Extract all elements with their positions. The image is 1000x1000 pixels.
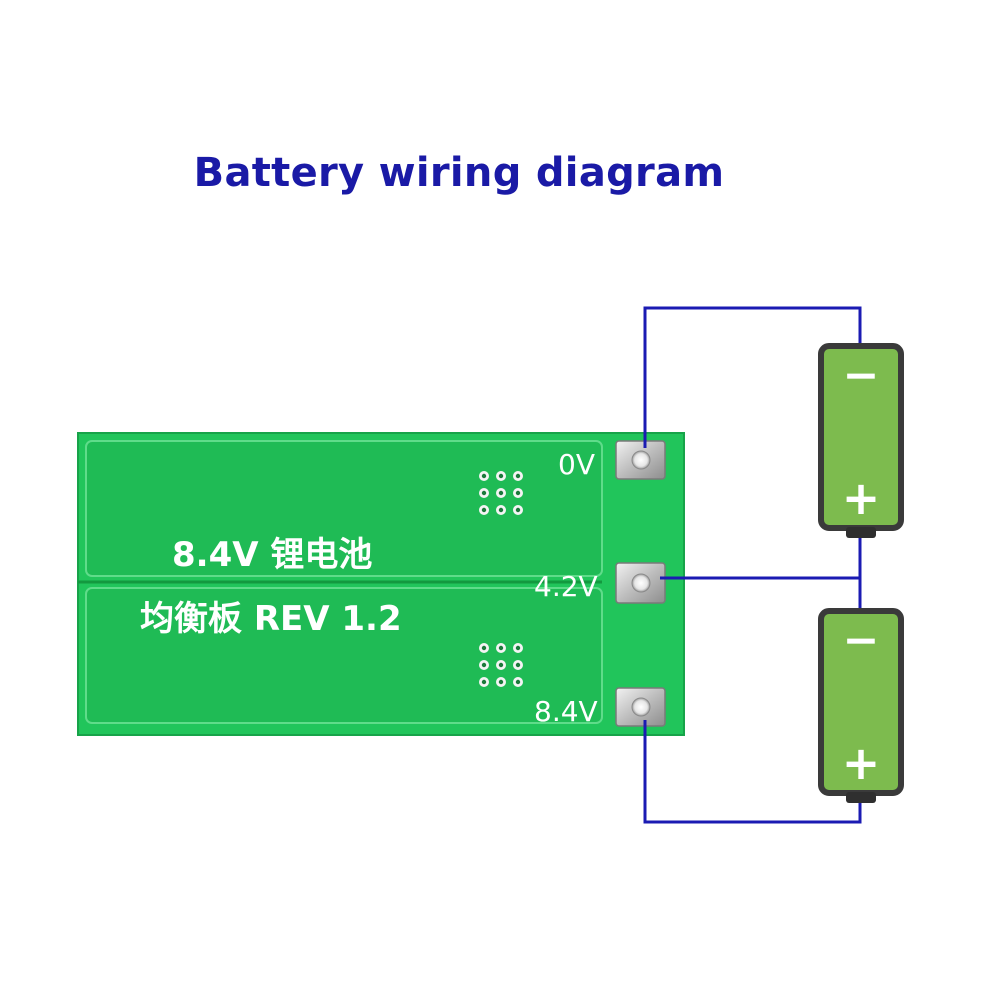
via-hole: [515, 473, 521, 479]
via-hole: [498, 662, 504, 668]
battery-2-positive-sign: +: [842, 736, 881, 790]
battery-2-terminal: [846, 792, 876, 803]
via-hole: [515, 679, 521, 685]
via-hole: [498, 507, 504, 513]
via-hole: [498, 490, 504, 496]
solder-pad-4v2: [615, 562, 666, 604]
pcb-board: 8.4V 锂电池 均衡板 REV 1.2 0V 4.2V 8.4V: [77, 432, 685, 736]
via-hole: [481, 645, 487, 651]
via-hole: [481, 490, 487, 496]
pad-label-0v: 0V: [558, 448, 595, 481]
pcb-upper-section: [85, 440, 603, 577]
via-hole: [515, 662, 521, 668]
via-hole: [515, 645, 521, 651]
pcb-lower-section: [85, 587, 603, 724]
pcb-silkscreen-line2: 均衡板 REV 1.2: [140, 599, 402, 639]
battery-1-terminal: [846, 527, 876, 538]
battery-cell-1: − +: [818, 343, 904, 538]
via-hole: [515, 490, 521, 496]
wire-8v4-to-battery2-positive: [643, 720, 862, 824]
diagram-title: Battery wiring diagram: [193, 150, 725, 196]
battery-2-negative-sign: −: [843, 615, 880, 666]
via-hole: [481, 679, 487, 685]
via-hole: [515, 507, 521, 513]
pad-label-4v2: 4.2V: [534, 570, 598, 603]
solder-pad-0v: [615, 440, 666, 480]
via-grid-bottom: [479, 643, 523, 687]
pcb-silkscreen-line1: 8.4V 锂电池: [172, 535, 372, 575]
via-hole: [498, 645, 504, 651]
via-hole: [481, 507, 487, 513]
via-hole: [498, 679, 504, 685]
via-hole: [481, 473, 487, 479]
wire-0v-to-battery1-negative: [643, 306, 862, 448]
battery-cell-2: − +: [818, 608, 904, 803]
via-hole: [498, 473, 504, 479]
battery-1-positive-sign: +: [842, 471, 881, 525]
via-hole: [481, 662, 487, 668]
battery-1-negative-sign: −: [843, 350, 880, 401]
solder-pad-8v4: [615, 687, 666, 727]
wires: [643, 306, 862, 824]
pad-label-8v4: 8.4V: [534, 695, 598, 728]
via-grid-top: [479, 471, 523, 515]
